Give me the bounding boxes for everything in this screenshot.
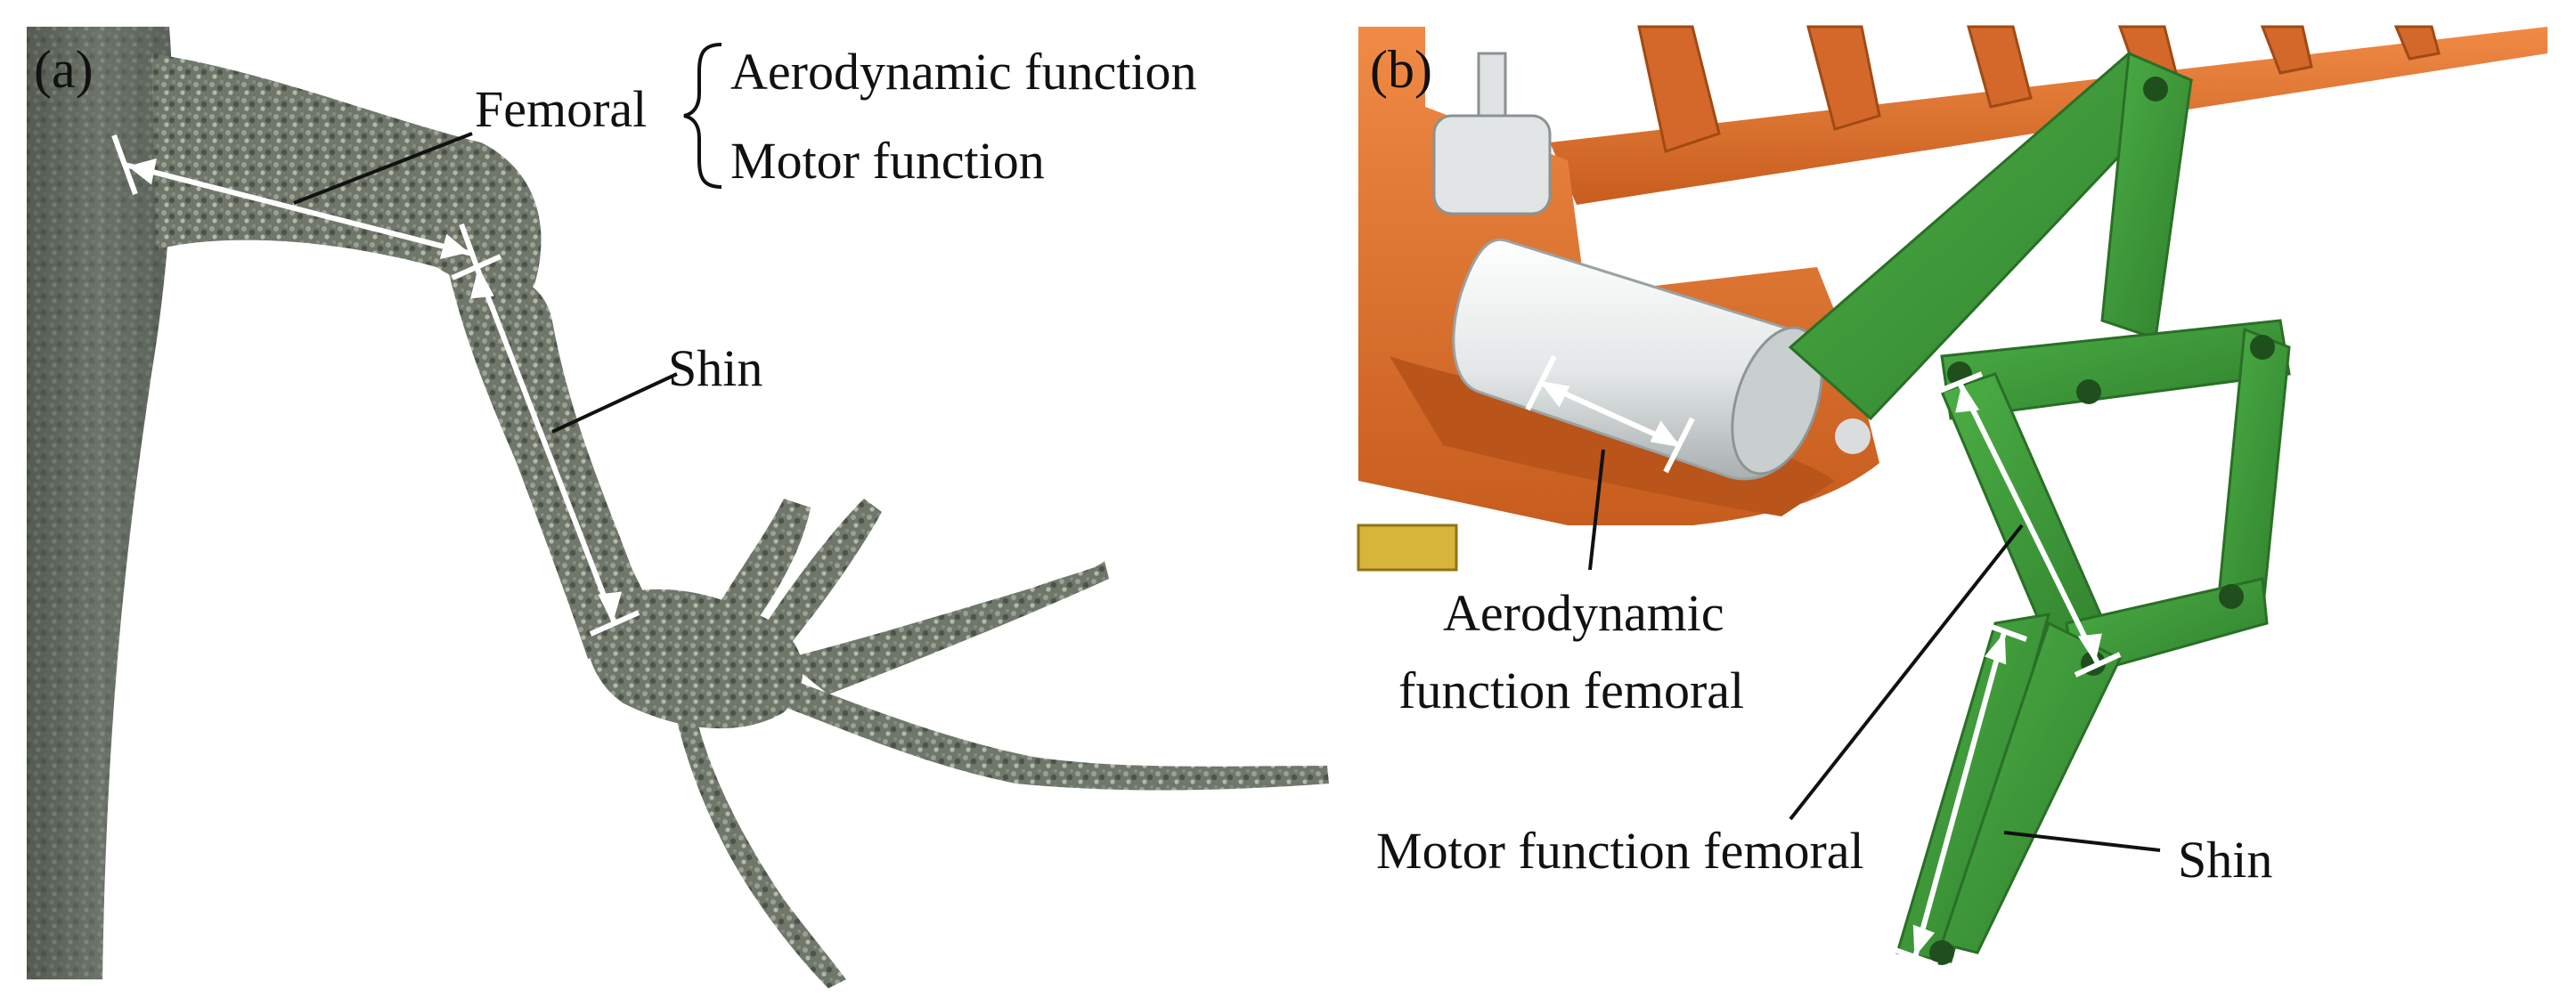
frame-ribs xyxy=(1637,25,2441,153)
femoral-label: Femoral xyxy=(475,80,647,138)
panel-b-label: (b) xyxy=(1370,40,1432,99)
femoral-measure-arrow xyxy=(111,134,485,285)
green-linkage xyxy=(1788,51,2291,963)
frame-post-cap xyxy=(1432,114,1552,215)
shin-leader-line xyxy=(551,372,678,434)
linkage-pivots xyxy=(1835,77,2275,965)
frame-post xyxy=(1477,52,1507,126)
lizard-body-texture xyxy=(27,27,173,979)
panel-a: (a) Femoral Aerodynamic function Motor f… xyxy=(27,27,1329,988)
femoral-function-motor: Motor function xyxy=(730,132,1045,190)
shin-label-a: Shin xyxy=(668,339,762,397)
panel-b: (b) Aerodynamic function femoral Motor f… xyxy=(1357,25,2547,968)
motor-femoral-measure-arrow xyxy=(1936,371,2122,678)
shin-measure-arrow-b xyxy=(1891,621,2028,968)
femoral-leader-line xyxy=(293,132,473,205)
aero-femoral-label-line2: function femoral xyxy=(1398,662,1744,719)
lizard-femur xyxy=(151,53,542,293)
roller-end xyxy=(1731,326,1823,475)
aero-femoral-measure-arrow xyxy=(1525,354,1695,474)
motor-femoral-leader-line xyxy=(1789,524,2024,821)
shin-measure-arrow xyxy=(451,254,640,637)
gear-block xyxy=(1357,524,1458,572)
shin-leader-line-b xyxy=(2003,831,2161,852)
frame-top-rail xyxy=(1550,27,2547,205)
femoral-function-aerodynamic: Aerodynamic function xyxy=(730,43,1196,101)
aero-femoral-label-line1: Aerodynamic xyxy=(1443,584,1724,642)
lizard-foot xyxy=(585,499,1329,988)
motor-femoral-label: Motor function femoral xyxy=(1376,822,1864,880)
panel-a-label: (a) xyxy=(34,40,94,99)
aero-femoral-leader-line xyxy=(1588,449,1605,571)
shin-label-b: Shin xyxy=(2178,831,2272,889)
femoral-brace xyxy=(683,43,722,189)
